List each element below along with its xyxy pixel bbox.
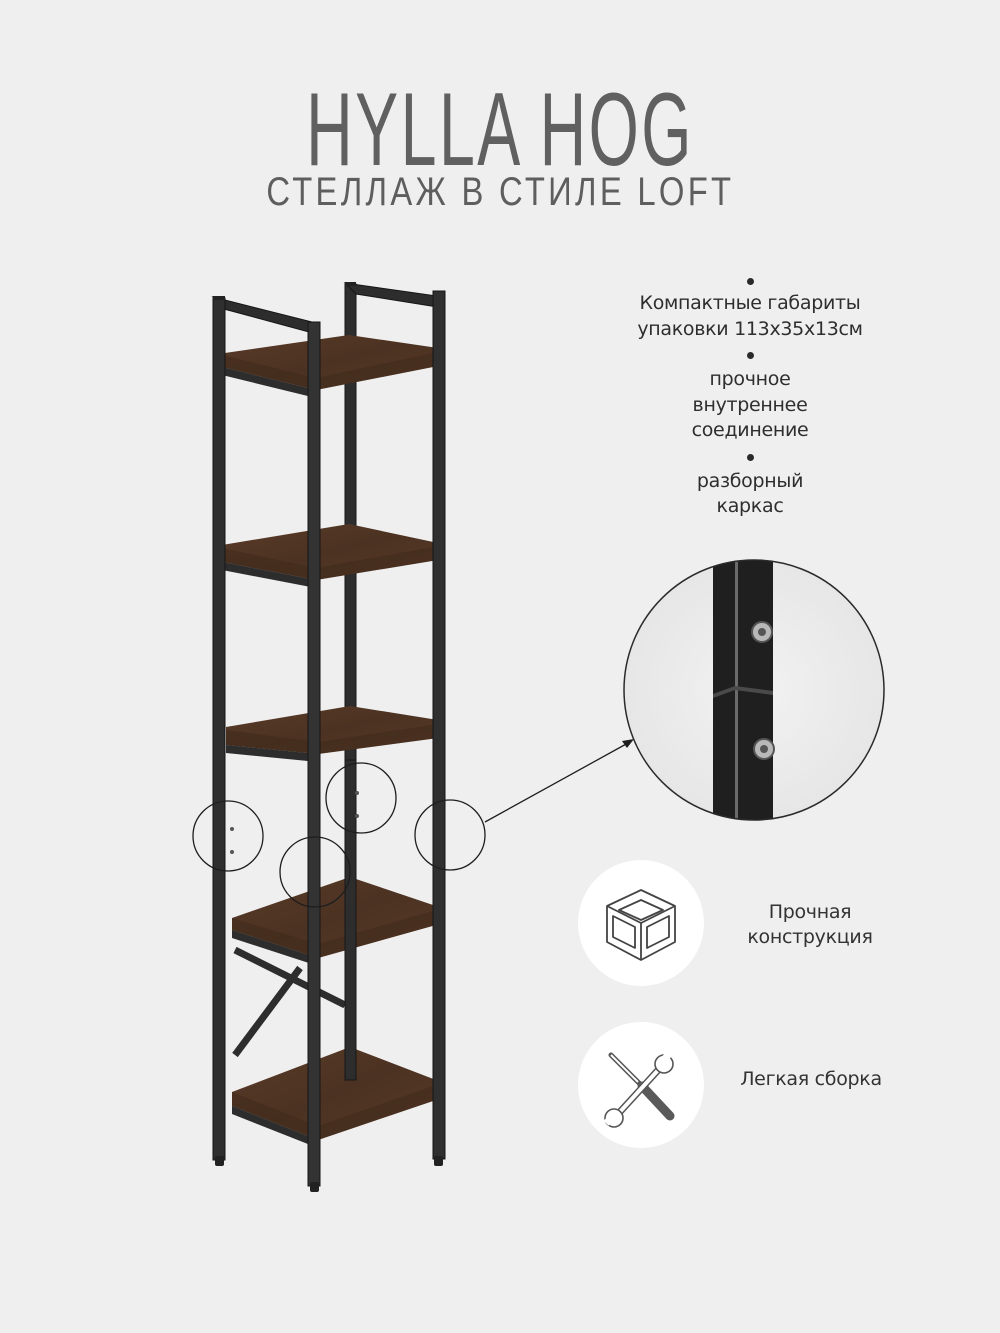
detail-callouts: [192, 742, 629, 908]
feature-text-line: каркас: [716, 495, 784, 517]
callout-circle-1: [192, 800, 264, 872]
callout-circle-2: [325, 762, 397, 834]
badge-label-strong-construction: Прочная конструкция: [720, 900, 900, 950]
cube-frame-icon: [606, 889, 676, 961]
callout-circle-3: [279, 836, 351, 908]
feature-list: Компактные габариты упаковки 113x35x13см…: [600, 278, 900, 520]
shelf-unit: [211, 282, 446, 1192]
feature-text-line: внутреннее: [692, 393, 808, 416]
feature-connection: прочное внутреннее соединение: [600, 367, 900, 444]
badge-strong-construction: [578, 860, 704, 986]
feature-text-line: Компактные габариты: [639, 292, 861, 314]
product-title: HYLLA HOG: [306, 72, 694, 188]
badge-text-line: Легкая сборка: [740, 1068, 882, 1090]
callout-circle-4: [414, 799, 486, 871]
feature-text-line: соединение: [691, 419, 809, 441]
badge-label-easy-assembly: Легкая сборка: [706, 1067, 916, 1092]
joint-detail-closeup: [623, 559, 885, 821]
feature-text-line: прочное: [709, 368, 791, 390]
feature-packaging: Компактные габариты упаковки 113x35x13см: [600, 291, 900, 342]
callout-arrow-head: [622, 739, 634, 748]
product-subtitle: СТЕЛЛАЖ В СТИЛЕ LOFT: [266, 170, 735, 214]
badge-text-line: конструкция: [747, 926, 873, 948]
feature-frame: разборный каркас: [600, 469, 900, 520]
feature-text-line: упаковки 113x35x13см: [637, 317, 863, 340]
badge-easy-assembly: [578, 1022, 704, 1148]
bullet-dot-icon: [746, 453, 754, 461]
wrench-screwdriver-icon: [603, 1051, 675, 1128]
bullet-dot-icon: [746, 278, 754, 285]
bullet-dot-icon: [746, 352, 754, 359]
badge-text-line: Прочная: [768, 901, 852, 923]
callout-arrow-line: [484, 742, 629, 823]
feature-text-line: разборный: [696, 469, 804, 492]
